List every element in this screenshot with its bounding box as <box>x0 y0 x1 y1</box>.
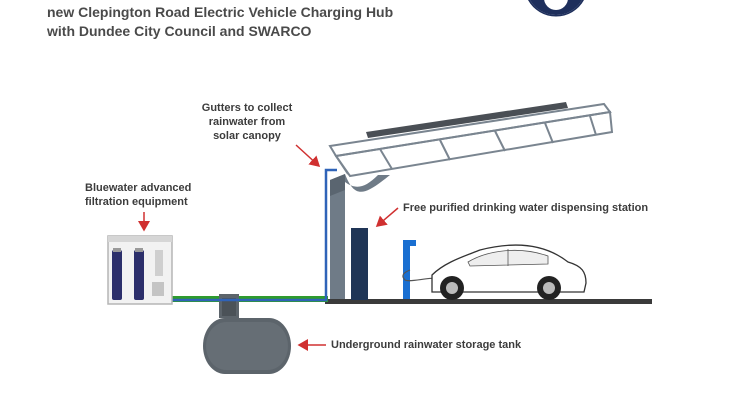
filtration-label-line-1: Bluewater advanced <box>85 182 192 194</box>
gutters-label-line-2: rainwater from <box>208 116 286 128</box>
filtration-label-line-2: filtration equipment <box>85 196 188 208</box>
dispensing-arrow <box>375 207 399 227</box>
ev-charger-icon <box>403 240 416 299</box>
water-dispenser-icon <box>351 228 368 300</box>
tank-label: Underground rainwater storage tank <box>331 339 522 351</box>
gutters-label-line-1: Gutters to collect <box>201 102 293 114</box>
page-title: new Clepington Road Electric Vehicle Cha… <box>47 3 393 41</box>
gutters-label: Gutters to collect rainwater from solar … <box>196 101 298 143</box>
title-line-2: with Dundee City Council and SWARCO <box>47 23 312 39</box>
ground-line <box>325 299 652 304</box>
filtration-cabinet-icon <box>107 235 173 305</box>
storage-tank-icon <box>203 294 291 374</box>
dispensing-label: Free purified drinking water dispensing … <box>403 202 649 214</box>
filtration-label: Bluewater advanced filtration equipment <box>85 181 191 209</box>
electric-car-icon <box>431 244 587 300</box>
gutters-arrow <box>295 144 321 168</box>
rainwater-pipe <box>172 168 337 302</box>
logo-icon <box>528 0 584 17</box>
solar-canopy-icon <box>328 102 614 299</box>
solar-panel-icon <box>366 102 568 138</box>
title-line-1: new Clepington Road Electric Vehicle Cha… <box>47 4 394 20</box>
charging-cable <box>402 269 441 282</box>
gutters-label-line-3: solar canopy <box>213 130 281 142</box>
